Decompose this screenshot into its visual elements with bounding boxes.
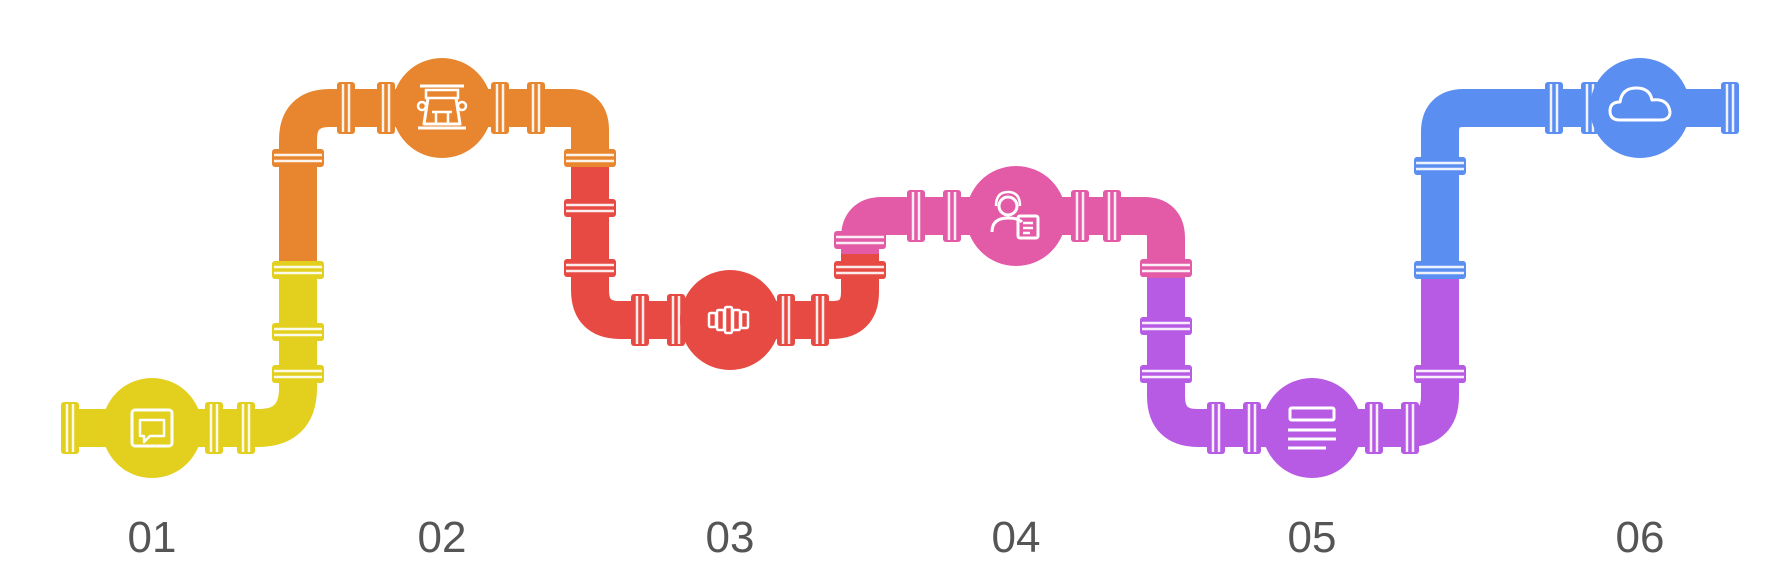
step-label: 06 bbox=[1616, 513, 1665, 562]
step-circle bbox=[392, 58, 492, 158]
step-node-06 bbox=[1590, 58, 1690, 158]
pipe-coupling bbox=[337, 82, 355, 134]
cable-car-icon bbox=[416, 84, 468, 130]
pipe-coupling bbox=[1071, 190, 1089, 242]
cloud-icon bbox=[1608, 86, 1672, 122]
step-circle bbox=[1590, 58, 1690, 158]
pipe-coupling bbox=[491, 82, 509, 134]
pipe-coupling bbox=[564, 259, 616, 277]
pipe-coupling bbox=[205, 402, 223, 454]
step-node-04 bbox=[966, 166, 1066, 266]
step-label: 04 bbox=[992, 513, 1041, 562]
pipe-coupling bbox=[834, 261, 886, 279]
pipe-segment-01 bbox=[64, 260, 317, 447]
pipe-coupling bbox=[1365, 402, 1383, 454]
pipe-coupling bbox=[1414, 365, 1466, 383]
pipe-coupling bbox=[1207, 402, 1225, 454]
pipe-coupling bbox=[527, 82, 545, 134]
text-lines-icon bbox=[1288, 406, 1336, 450]
step-node-01 bbox=[102, 378, 202, 478]
pipe-coupling bbox=[667, 294, 685, 346]
pipe-coupling bbox=[811, 294, 829, 346]
pipe-coupling bbox=[61, 402, 79, 454]
support-agent-icon bbox=[990, 190, 1040, 240]
pipe-coupling bbox=[564, 149, 616, 167]
step-label: 03 bbox=[706, 513, 755, 562]
pipe-coupling bbox=[272, 149, 324, 167]
pipe-coupling bbox=[237, 402, 255, 454]
pipe-coupling bbox=[777, 294, 795, 346]
step-label: 05 bbox=[1288, 513, 1337, 562]
pipe-coupling bbox=[1140, 259, 1192, 277]
pipe-coupling bbox=[1414, 261, 1466, 279]
step-circle bbox=[102, 378, 202, 478]
step-node-03 bbox=[680, 270, 780, 370]
pipe-coupling bbox=[1545, 82, 1563, 134]
pipe-coupling bbox=[1243, 402, 1261, 454]
pipe-coupling bbox=[943, 190, 961, 242]
step-circle bbox=[1262, 378, 1362, 478]
pipe-coupling bbox=[564, 199, 616, 217]
pipe-coupling bbox=[907, 190, 925, 242]
step-node-02 bbox=[392, 58, 492, 158]
pipe-coupling bbox=[1721, 82, 1739, 134]
step-label: 01 bbox=[128, 513, 177, 562]
pipe-segment-06 bbox=[1421, 89, 1736, 264]
pipe-coupling bbox=[1140, 365, 1192, 383]
pipe-coupling bbox=[1140, 317, 1192, 335]
step-circle bbox=[680, 270, 780, 370]
step-labels: 01 02 03 04 05 06 bbox=[128, 513, 1665, 562]
pipe-coupling bbox=[272, 323, 324, 341]
pipe-coupling bbox=[1401, 402, 1419, 454]
pipe-coupling bbox=[1103, 190, 1121, 242]
chat-bubble-icon bbox=[130, 408, 174, 448]
step-label: 02 bbox=[418, 513, 467, 562]
pipe-coupling bbox=[631, 294, 649, 346]
pipe-coupling bbox=[834, 231, 886, 249]
pipe-coupling bbox=[272, 261, 324, 279]
step-circle bbox=[966, 166, 1066, 266]
pipe-coupling bbox=[272, 365, 324, 383]
pipe-coupling bbox=[377, 82, 395, 134]
step-nodes bbox=[102, 58, 1690, 478]
step-node-05 bbox=[1262, 378, 1362, 478]
pipe-coupling bbox=[1414, 157, 1466, 175]
bar-chart-icon bbox=[707, 305, 750, 335]
